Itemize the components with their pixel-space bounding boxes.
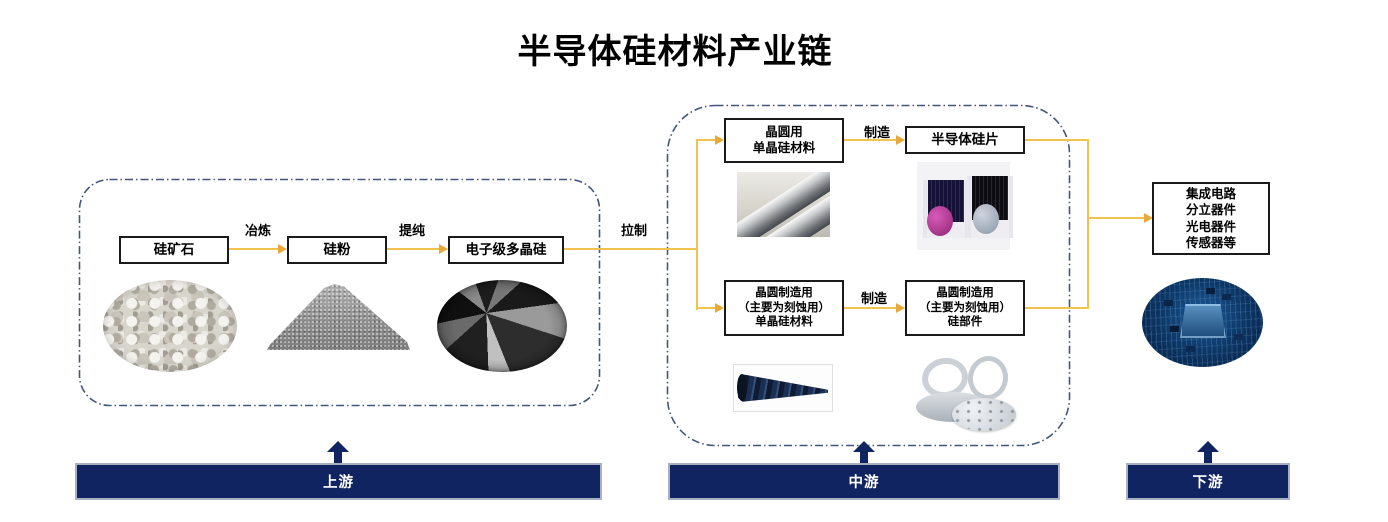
up-arrow-icon: [327, 441, 349, 463]
connector-line: [229, 248, 279, 250]
silicon-parts-discs-image: [916, 353, 1018, 432]
stage-label: 上游: [323, 475, 354, 491]
edge-label-manufacture-bottom: 制造: [860, 291, 887, 306]
connector-line: [564, 248, 698, 250]
up-arrow-icon: [853, 441, 875, 463]
node-label: 硅矿石: [153, 241, 195, 257]
connector-line: [1087, 139, 1089, 309]
node-label: 半导体硅片: [931, 131, 999, 147]
node-label-line: 集成电路: [1185, 187, 1236, 201]
connector-line: [696, 139, 698, 310]
node-label-line: （主要为刻蚀用）: [738, 301, 830, 314]
stage-label: 下游: [1192, 475, 1224, 491]
ingot-end-cap: [737, 374, 747, 401]
edge-label-purification: 提纯: [398, 223, 425, 238]
wafer-cassette-right: [967, 176, 1013, 238]
up-arrow-stem: [860, 451, 868, 463]
node-silicon-powder: 硅粉: [287, 236, 387, 264]
node-label-line: 传感器等: [1185, 235, 1236, 250]
connector-line: [844, 307, 896, 309]
arrowhead-right-icon: [439, 244, 448, 254]
node-label-line: 分立器件: [1185, 203, 1236, 218]
page-title: 半导体硅材料产业链: [517, 34, 833, 71]
up-arrow-head: [1197, 441, 1219, 452]
wafer-cassettes-image: [917, 162, 1013, 250]
node-etch-mono-si-material: 晶圆制造用 （主要为刻蚀用） 单晶硅材料: [724, 280, 844, 336]
polysilicon-chunks-image: [437, 280, 567, 372]
arrowhead-right-icon: [715, 135, 724, 145]
wafer-cassette-left: [923, 180, 969, 238]
node-label: 电子级多晶硅: [465, 241, 547, 257]
up-arrow-icon: [1197, 441, 1219, 463]
node-label-line: （主要为刻蚀用）: [919, 301, 1011, 314]
node-label-line: 单晶硅材料: [755, 316, 813, 329]
node-label-line: 单晶硅材料: [752, 140, 816, 155]
node-silica-ore: 硅矿石: [119, 236, 229, 264]
connector-line: [844, 139, 896, 141]
edge-label-pulling: 拉制: [620, 223, 647, 238]
node-label-line: 光电器件: [1185, 219, 1236, 234]
silica-ore-rocks-image: [103, 280, 237, 372]
node-downstream-applications: 集成电路 分立器件 光电器件 传感器等: [1152, 182, 1270, 255]
node-semiconductor-wafer: 半导体硅片: [905, 126, 1025, 154]
circuit-board-chip-image: [1142, 278, 1263, 367]
connector-line: [1025, 139, 1089, 141]
arrowhead-right-icon: [715, 303, 724, 313]
silicon-perforated-disc: [952, 398, 1016, 431]
up-arrow-stem: [1204, 451, 1212, 463]
stage-label: 中游: [848, 475, 880, 491]
up-arrow-head: [327, 441, 349, 452]
up-arrow-head: [853, 441, 875, 452]
connector-line: [696, 307, 715, 309]
connector-line: [387, 248, 439, 250]
upstream-group-dashed-border: [78, 178, 601, 407]
arrowhead-right-icon: [278, 244, 287, 254]
connector-line: [1087, 217, 1144, 219]
mono-si-ingots-image: [737, 172, 830, 237]
stage-bar-upstream: 上游: [75, 463, 602, 500]
up-arrow-stem: [334, 451, 342, 463]
node-label: 硅粉: [323, 241, 351, 257]
node-label-line: 晶圆制造用: [755, 287, 813, 300]
etch-mono-si-ingot-image: [733, 364, 833, 412]
edge-label-manufacture-top: 制造: [863, 125, 890, 140]
connector-line: [1025, 307, 1089, 309]
wafer-front: [927, 206, 953, 236]
node-wafer-mono-si-material: 晶圆用 单晶硅材料: [724, 118, 844, 163]
node-label-line: 硅部件: [947, 316, 983, 329]
connector-line: [696, 139, 715, 141]
tapered-ingot: [738, 374, 828, 402]
stage-bar-downstream: 下游: [1126, 463, 1290, 500]
arrowhead-right-icon: [896, 303, 905, 313]
arrowhead-right-icon: [896, 135, 905, 145]
cpu-chip: [1180, 304, 1226, 338]
node-label-line: 晶圆制造用: [936, 287, 994, 300]
wafer-front: [973, 204, 999, 234]
node-label-line: 晶圆用: [765, 124, 803, 139]
node-electronic-grade-polysilicon: 电子级多晶硅: [448, 236, 564, 264]
stage-bar-midstream: 中游: [668, 463, 1060, 500]
node-etch-silicon-parts: 晶圆制造用 （主要为刻蚀用） 硅部件: [905, 280, 1025, 336]
arrowhead-right-icon: [1144, 213, 1153, 223]
edge-label-smelting: 冶炼: [244, 223, 271, 238]
